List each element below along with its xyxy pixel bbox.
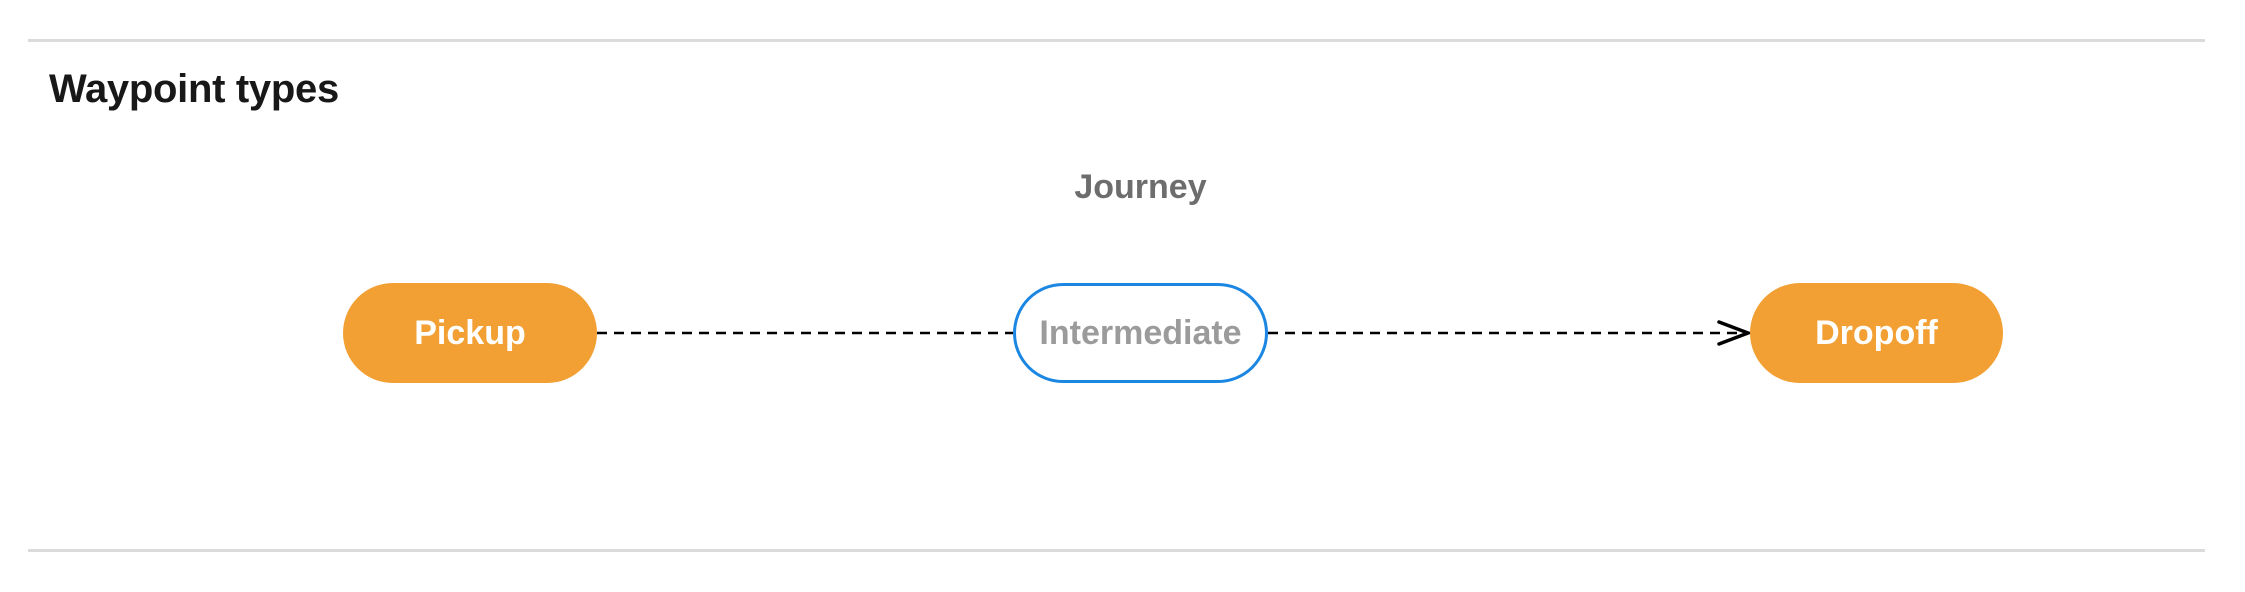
node-intermediate: Intermediate <box>1013 283 1268 383</box>
node-pickup: Pickup <box>343 283 597 383</box>
node-dropoff-label: Dropoff <box>1815 313 1938 352</box>
node-dropoff: Dropoff <box>1750 283 2003 383</box>
journey-group-label: Journey <box>1074 168 1207 206</box>
node-intermediate-label: Intermediate <box>1039 313 1242 352</box>
node-pickup-label: Pickup <box>414 313 526 352</box>
bottom-divider <box>28 549 2205 552</box>
page-title: Waypoint types <box>49 67 339 111</box>
top-divider <box>28 39 2205 42</box>
arrowhead-icon <box>1717 320 1753 346</box>
